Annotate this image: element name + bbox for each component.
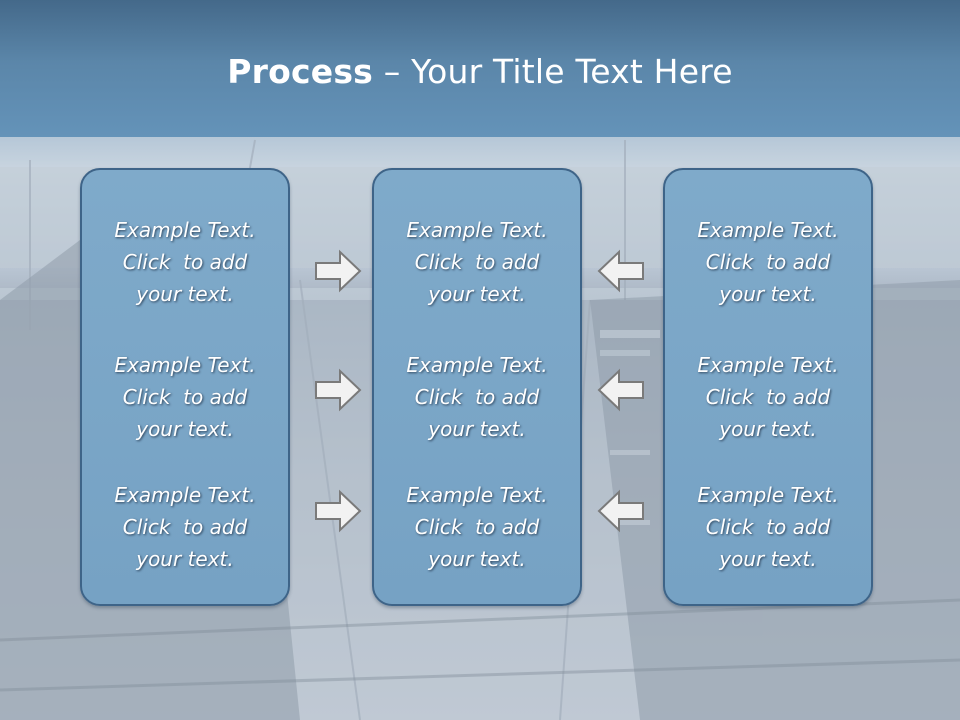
text-line: Example Text. — [406, 218, 548, 242]
background-sky — [0, 137, 960, 167]
text-line: your text. — [719, 417, 817, 441]
text-line: Example Text. — [697, 353, 839, 377]
text-line: your text. — [719, 282, 817, 306]
title-banner: Process – Your Title Text Here — [0, 0, 960, 137]
arrow-left-icon[interactable] — [597, 249, 645, 293]
title-bold-word: Process — [227, 52, 374, 91]
text-line: your text. — [428, 417, 526, 441]
text-placeholder[interactable]: Example Text. Click to add your text. — [374, 349, 580, 445]
text-line: Example Text. — [697, 218, 839, 242]
text-placeholder[interactable]: Example Text. Click to add your text. — [665, 214, 871, 310]
text-line: Click to add — [414, 250, 540, 274]
text-line: your text. — [136, 547, 234, 571]
text-placeholder[interactable]: Example Text. Click to add your text. — [665, 349, 871, 445]
arrow-right-icon[interactable] — [314, 368, 362, 412]
text-line: Click to add — [122, 515, 248, 539]
text-line: Example Text. — [114, 218, 256, 242]
text-line: Example Text. — [114, 483, 256, 507]
text-line: Click to add — [705, 515, 831, 539]
text-placeholder[interactable]: Example Text. Click to add your text. — [374, 214, 580, 310]
text-placeholder[interactable]: Example Text. Click to add your text. — [82, 214, 288, 310]
process-box-center[interactable]: Example Text. Click to add your text. Ex… — [372, 168, 582, 606]
text-line: your text. — [136, 282, 234, 306]
text-line: Example Text. — [406, 353, 548, 377]
text-line: your text. — [428, 547, 526, 571]
text-line: your text. — [428, 282, 526, 306]
text-line: Click to add — [122, 250, 248, 274]
text-line: Example Text. — [406, 483, 548, 507]
slide-title[interactable]: Process – Your Title Text Here — [0, 52, 960, 91]
text-line: Click to add — [414, 385, 540, 409]
arrow-left-icon[interactable] — [597, 489, 645, 533]
title-rest: – Your Title Text Here — [373, 52, 733, 91]
text-line: Click to add — [414, 515, 540, 539]
arrow-right-icon[interactable] — [314, 249, 362, 293]
text-line: Click to add — [705, 385, 831, 409]
text-placeholder[interactable]: Example Text. Click to add your text. — [82, 349, 288, 445]
text-placeholder[interactable]: Example Text. Click to add your text. — [665, 479, 871, 575]
text-line: Click to add — [122, 385, 248, 409]
text-line: Example Text. — [114, 353, 256, 377]
text-placeholder[interactable]: Example Text. Click to add your text. — [374, 479, 580, 575]
arrow-left-icon[interactable] — [597, 368, 645, 412]
text-line: your text. — [719, 547, 817, 571]
arrow-right-icon[interactable] — [314, 489, 362, 533]
text-line: Click to add — [705, 250, 831, 274]
process-box-left[interactable]: Example Text. Click to add your text. Ex… — [80, 168, 290, 606]
text-placeholder[interactable]: Example Text. Click to add your text. — [82, 479, 288, 575]
text-line: Example Text. — [697, 483, 839, 507]
text-line: your text. — [136, 417, 234, 441]
process-box-right[interactable]: Example Text. Click to add your text. Ex… — [663, 168, 873, 606]
